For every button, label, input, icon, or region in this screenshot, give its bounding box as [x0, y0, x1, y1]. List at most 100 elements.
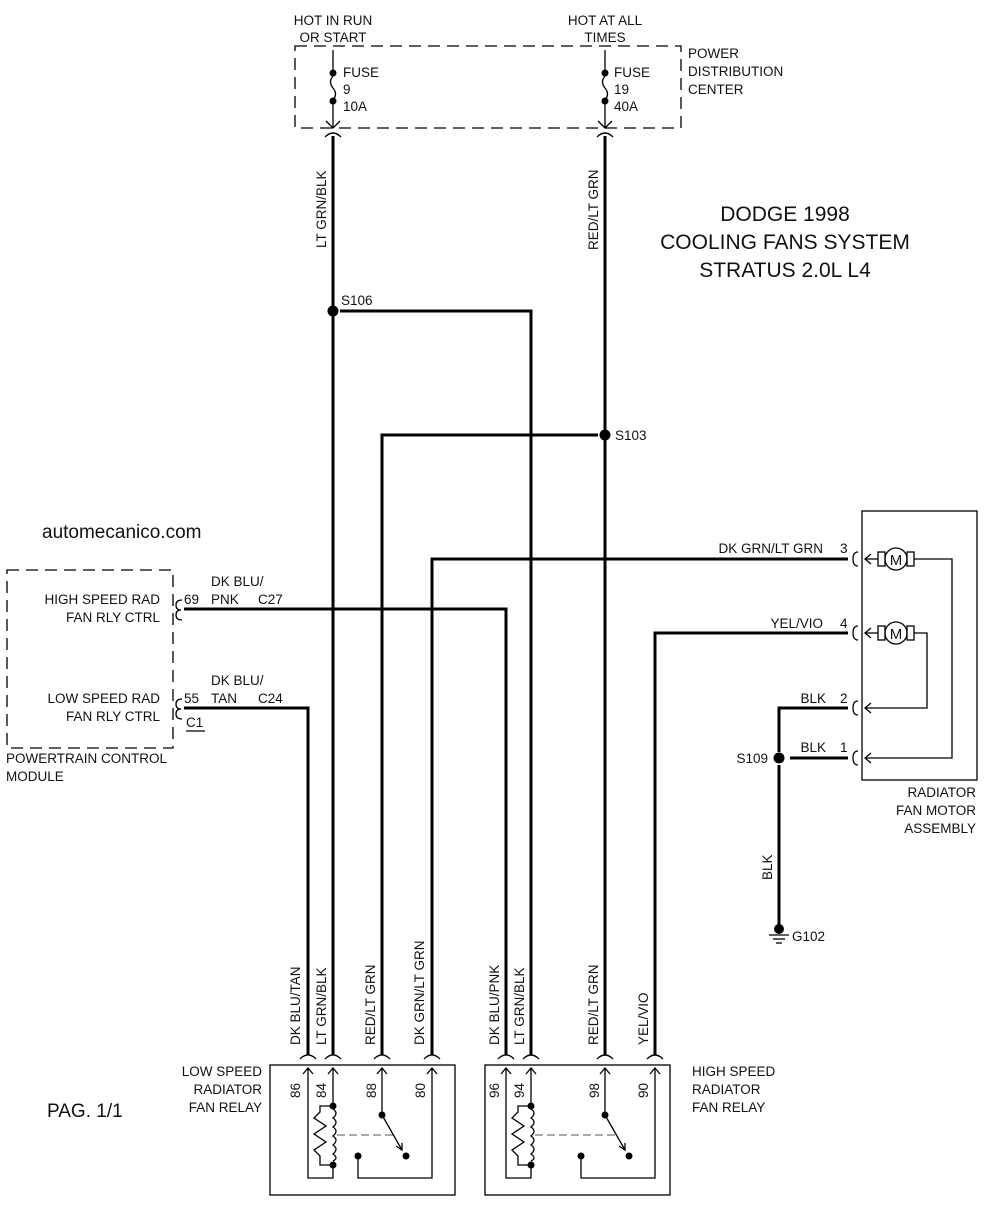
pdc-label-line-2: DISTRIBUTION [688, 64, 783, 79]
connector-icon [852, 750, 859, 766]
fuse-9-icon [325, 50, 341, 129]
feed-1-header-1: HOT IN RUN [294, 13, 373, 28]
watermark: automecanico.com [42, 522, 201, 543]
title-line-2: COOLING FANS SYSTEM [660, 231, 910, 254]
ground-icon [774, 924, 784, 934]
svg-text:S109: S109 [736, 751, 768, 766]
pcm-pin-69-wire-1: DK BLU/ [211, 574, 264, 589]
pcm-pin-69: 69 [184, 592, 199, 607]
fuse-19-rating: 40A [614, 99, 638, 114]
low-relay-pin-80: 80 [413, 1083, 428, 1098]
high-relay-wire-98: RED/LT GRN [586, 964, 601, 1045]
connector-icon [299, 1054, 441, 1060]
fan-pin-4-wire: YEL/VIO [770, 616, 823, 631]
fan-pin-1-wire: BLK [800, 740, 826, 755]
power-distribution-center: POWER DISTRIBUTION CENTER HOT IN RUN OR … [294, 13, 783, 129]
wire-blk-pin2 [777, 706, 848, 752]
wire-dk-blu-pnk [184, 607, 508, 1055]
fan-pin-1: 1 [840, 740, 848, 755]
high-relay-wire-94: LT GRN/BLK [512, 967, 527, 1045]
powertrain-control-module: HIGH SPEED RAD FAN RLY CTRL LOW SPEED RA… [6, 569, 283, 784]
fan-assembly-label-2: FAN MOTOR [896, 803, 976, 818]
splice-s106: S106 [327, 293, 373, 317]
ground-g102: G102 [769, 924, 825, 944]
fan-assembly-outline [861, 510, 978, 781]
pcm-label-line-2: MODULE [6, 769, 64, 784]
connector-icon [497, 1054, 664, 1060]
diagram-title: DODGE 1998 COOLING FANS SYSTEM STRATUS 2… [660, 203, 910, 282]
fuse-19-number: 19 [614, 82, 629, 97]
high-speed-relay: HIGH SPEED RADIATOR FAN RELAY 96 94 98 9… [484, 964, 776, 1196]
low-relay-pin-84: 84 [314, 1082, 329, 1098]
high-relay-pin-98: 98 [587, 1083, 602, 1098]
fan-pin-3-wire: DK GRN/LT GRN [718, 541, 823, 556]
fan-assembly-label-1: RADIATOR [907, 785, 976, 800]
wire-label-lt-grn-blk: LT GRN/BLK [314, 170, 329, 248]
pcm-pin-55: 55 [184, 691, 199, 706]
low-relay-wire-80: DK GRN/LT GRN [412, 940, 427, 1045]
low-relay-label-1: LOW SPEED [182, 1064, 263, 1079]
low-relay-wire-86: DK BLU/TAN [288, 966, 303, 1045]
fuse-19-label: FUSE [614, 65, 650, 80]
low-relay-pin-88: 88 [364, 1083, 379, 1098]
high-relay-label-3: FAN RELAY [692, 1100, 765, 1115]
high-relay-wire-90: YEL/VIO [636, 992, 651, 1045]
motor-high-symbol: M [890, 552, 903, 569]
connector-icon [175, 599, 183, 621]
coil-icon [529, 1108, 535, 1162]
connector-icon [324, 132, 342, 138]
pcm-pin-55-function-2: FAN RLY CTRL [66, 709, 161, 724]
low-relay-label-2: RADIATOR [193, 1082, 262, 1097]
pdc-label-line-3: CENTER [688, 82, 744, 97]
page-label: PAG. 1/1 [47, 1101, 123, 1122]
pcm-pin-69-function-1: HIGH SPEED RAD [44, 592, 160, 607]
title-line-1: DODGE 1998 [720, 203, 850, 226]
pcm-pin-55-wire-1: DK BLU/ [211, 673, 264, 688]
low-relay-wire-88: RED/LT GRN [363, 964, 378, 1045]
wire-lt-grn-blk-branch [340, 309, 533, 1055]
fuse-19-icon [597, 50, 613, 129]
pcm-pin-69-function-2: FAN RLY CTRL [66, 610, 161, 625]
pcm-outline [6, 569, 174, 749]
high-relay-pin-94: 94 [512, 1082, 527, 1098]
motor-high-icon [863, 547, 953, 764]
wire-yel-vio [653, 631, 848, 1055]
high-relay-label-2: RADIATOR [692, 1082, 761, 1097]
fuse-9-label: FUSE [343, 65, 379, 80]
fuse-9-rating: 10A [343, 99, 367, 114]
low-relay-outline [269, 1064, 456, 1196]
high-relay-label-1: HIGH SPEED [692, 1064, 776, 1079]
fan-assembly-label-3: ASSEMBLY [904, 821, 976, 836]
feed-2-header-1: HOT AT ALL [568, 13, 643, 28]
high-relay-wire-96: DK BLU/PNK [487, 965, 502, 1045]
high-relay-outline [484, 1064, 671, 1196]
pcm-label-line-1: POWERTRAIN CONTROL [6, 751, 168, 766]
wire-red-lt-grn-branch [380, 433, 598, 1055]
high-relay-pin-90: 90 [636, 1083, 651, 1098]
connector-icon [175, 698, 183, 720]
pcm-pin-55-wire-2: TAN [211, 691, 237, 706]
low-relay-wire-84: LT GRN/BLK [314, 967, 329, 1045]
pcm-pin-55-function-1: LOW SPEED RAD [47, 691, 160, 706]
connector-icon [596, 132, 614, 138]
pcm-connector-c1: C1 [186, 715, 203, 730]
resistor-icon [312, 1105, 333, 1166]
radiator-fan-motor-assembly: RADIATOR FAN MOTOR ASSEMBLY M [718, 510, 978, 836]
pdc-outline [294, 45, 682, 129]
feed-2-header-2: TIMES [584, 30, 625, 45]
motor-low-icon [863, 621, 928, 714]
pcm-circuit-c27: C27 [258, 592, 283, 607]
splice-s109: S109 [736, 751, 785, 766]
high-relay-pin-96: 96 [487, 1083, 502, 1098]
connector-icon [852, 625, 859, 641]
splice-s103: S103 [599, 428, 647, 443]
pcm-circuit-c24: C24 [258, 691, 283, 706]
pcm-pin-69-wire-2: PNK [211, 592, 239, 607]
title-line-3: STRATUS 2.0L L4 [699, 259, 871, 282]
wires [184, 136, 848, 1055]
svg-text:G102: G102 [792, 929, 825, 944]
wire-label-ground-blk: BLK [760, 854, 775, 880]
wire-label-red-lt-grn: RED/LT GRN [586, 169, 601, 250]
wire-dk-blu-tan [184, 706, 310, 1055]
